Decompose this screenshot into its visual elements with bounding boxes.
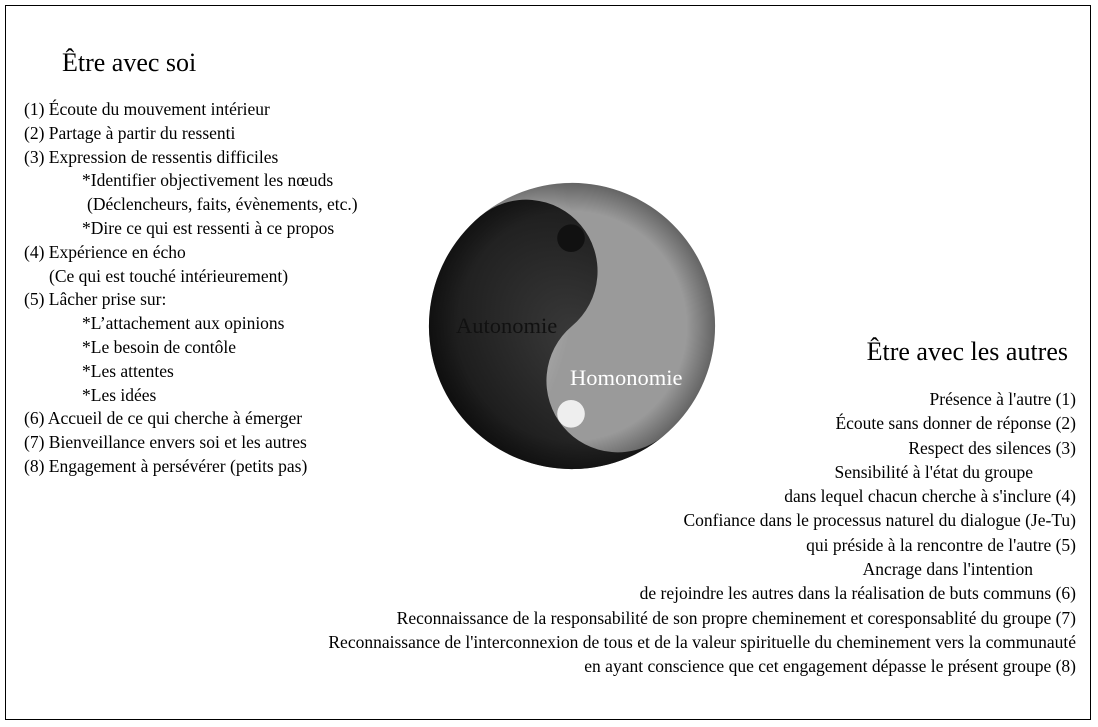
self-subitem: *Dire ce qui est ressenti à ce propos [82, 217, 335, 238]
self-subitem: *Les idées [82, 384, 157, 405]
others-list: Présence à l'autre (1) Écoute sans donne… [328, 387, 1076, 679]
self-item: (4) Expérience en écho [24, 241, 186, 262]
self-subitem: *Les attentes [82, 360, 174, 381]
self-subitem: (Ce qui est touché intérieurement) [49, 265, 289, 286]
others-item: Respect des silences (3) [908, 437, 1076, 458]
others-item: Sensibilité à l'état du groupe [834, 461, 1033, 482]
self-item: (8) Engagement à persévérer (petits pas) [24, 455, 308, 476]
self-item: (1) Écoute du mouvement intérieur [24, 99, 270, 119]
others-item: Ancrage dans l'intention [862, 559, 1033, 580]
others-item: dans lequel chacun cherche à s'inclure (… [784, 486, 1076, 507]
self-subitem: *Le besoin de contôle [82, 336, 237, 357]
self-subitem: *Identifier objectivement les nœuds [82, 170, 334, 191]
yin-yang-symbol [428, 182, 716, 470]
others-title: Être avec les autres [866, 337, 1068, 366]
others-item: de rejoindre les autres dans la réalisat… [639, 583, 1076, 604]
others-item: Reconnaissance de la responsabilité de s… [396, 607, 1076, 628]
others-item: en ayant conscience que cet engagement d… [584, 656, 1076, 677]
self-list: (1) Écoute du mouvement intérieur (2) Pa… [24, 98, 358, 479]
yin-yang-dark-dot [557, 224, 585, 252]
homonomie-label: Homonomie [570, 365, 683, 390]
self-item: (7) Bienveillance envers soi et les autr… [24, 432, 307, 453]
self-subitem: (Déclencheurs, faits, évènements, etc.) [87, 194, 358, 215]
others-item: qui préside à la rencontre de l'autre (5… [806, 534, 1076, 555]
self-item: (2) Partage à partir du ressenti [24, 122, 236, 143]
yin-yang-light-dot [557, 400, 585, 428]
autonomie-label: Autonomie [456, 313, 558, 338]
self-item: (5) Lâcher prise sur: [24, 289, 167, 310]
self-title: Être avec soi [62, 48, 197, 77]
others-item: Présence à l'autre (1) [929, 389, 1076, 409]
others-item: Reconnaissance de l'interconnexion de to… [328, 631, 1076, 652]
diagram-frame [5, 5, 1091, 720]
self-subitem: *L’attachement aux opinions [82, 313, 285, 334]
others-item: Confiance dans le processus naturel du d… [683, 510, 1076, 531]
self-item: (3) Expression de ressentis difficiles [24, 146, 279, 167]
others-item: Écoute sans donner de réponse (2) [835, 413, 1076, 434]
self-item: (6) Accueil de ce qui cherche à émerger [24, 408, 303, 429]
